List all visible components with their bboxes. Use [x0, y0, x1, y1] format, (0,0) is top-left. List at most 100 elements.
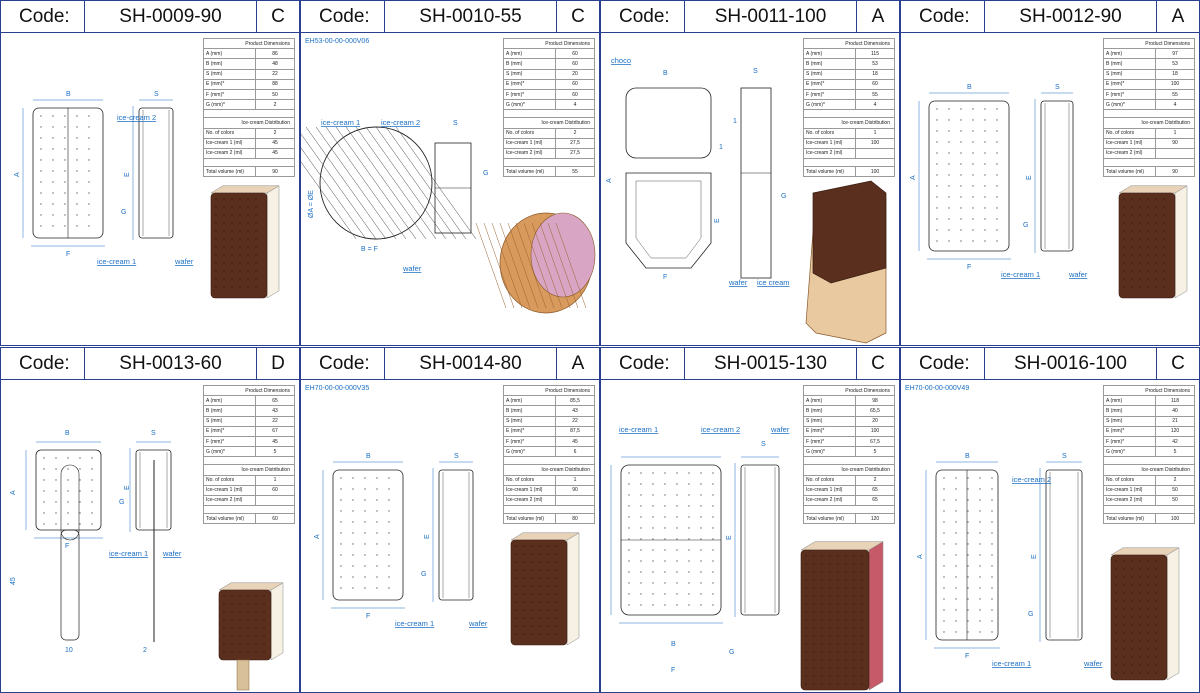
render-dot	[1155, 672, 1157, 674]
perforation-dot	[628, 516, 630, 518]
perforation-dot	[960, 163, 962, 165]
render-dot	[531, 585, 533, 587]
render-dot	[1139, 640, 1141, 642]
perforation-dot	[991, 587, 993, 589]
row-value: 60	[255, 513, 295, 525]
perforation-dot	[996, 119, 998, 121]
perforation-dot	[972, 185, 974, 187]
render-dot	[1147, 262, 1149, 264]
row-value: 6	[555, 446, 595, 458]
grid-line	[395, 126, 477, 240]
perforation-dot	[967, 631, 969, 633]
render-grid	[539, 222, 571, 309]
render-dot	[1155, 222, 1157, 224]
callout-label: ice-cream 1	[1001, 270, 1040, 279]
render-dot	[539, 617, 541, 619]
perforation-dot	[43, 457, 45, 459]
perforation-dot	[76, 115, 78, 117]
render-dot	[1131, 230, 1133, 232]
render-dot	[1123, 238, 1125, 240]
render-front	[510, 539, 568, 646]
perforation-dot	[972, 218, 974, 220]
table-row: Total volume (ml)80	[503, 513, 595, 525]
dim-label: 2	[143, 647, 147, 654]
render-dot	[837, 603, 839, 605]
render-dot	[247, 635, 249, 637]
perforation-dot	[340, 488, 342, 490]
perforation-dot	[364, 499, 366, 501]
dim-label: A	[917, 554, 924, 559]
perforation-dot	[40, 148, 42, 150]
render-dot	[247, 278, 249, 280]
render-dot	[1155, 238, 1157, 240]
render-dot	[821, 587, 823, 589]
row-value: 120	[855, 513, 895, 525]
perforation-dot	[79, 523, 81, 525]
perforation-dot	[376, 521, 378, 523]
callout-label: ice-cream 2	[701, 425, 740, 434]
render-dot	[1131, 246, 1133, 248]
render-dot	[239, 238, 241, 240]
perforation-dot	[652, 494, 654, 496]
render-dot	[1139, 246, 1141, 248]
perforation-dot	[948, 141, 950, 143]
render-dot	[239, 651, 241, 653]
render-dot	[853, 563, 855, 565]
perforation-dot	[955, 587, 957, 589]
render-dot	[805, 627, 807, 629]
render-front	[1110, 554, 1168, 681]
render-dot	[853, 643, 855, 645]
perforation-dot	[943, 510, 945, 512]
render-grid	[547, 222, 579, 309]
render-dot	[1123, 270, 1125, 272]
render-dot	[547, 545, 549, 547]
callout-label: wafer	[174, 257, 194, 266]
product-code: SH-0012-90	[985, 1, 1157, 32]
render-dot	[255, 254, 257, 256]
render-dot	[515, 585, 517, 587]
perforation-dot	[352, 587, 354, 589]
perforation-dot	[628, 527, 630, 529]
perforation-dot	[652, 527, 654, 529]
render-dot	[1147, 206, 1149, 208]
render-dot	[523, 609, 525, 611]
render-dot	[861, 659, 863, 661]
perforation-dot	[43, 523, 45, 525]
perforation-dot	[352, 576, 354, 578]
render-dot	[215, 238, 217, 240]
render-dot	[215, 262, 217, 264]
perforation-dot	[352, 488, 354, 490]
perforation-dot	[43, 490, 45, 492]
code-label: Code:	[301, 348, 385, 379]
render-dot	[231, 262, 233, 264]
render-side	[566, 532, 580, 646]
perforation-dot	[991, 477, 993, 479]
perforation-dot	[640, 549, 642, 551]
perforation-dot	[996, 174, 998, 176]
perforation-dot	[688, 527, 690, 529]
render-dot	[1123, 206, 1125, 208]
render-side	[266, 185, 280, 299]
render-dot	[255, 286, 257, 288]
perforation-dot	[943, 477, 945, 479]
render-dot	[1123, 648, 1125, 650]
render-dot	[539, 585, 541, 587]
render-dot	[1115, 624, 1117, 626]
render-dot	[845, 587, 847, 589]
dim-label: S	[753, 68, 758, 75]
render-dot	[853, 659, 855, 661]
perforation-dot	[688, 472, 690, 474]
render-dot	[1131, 262, 1133, 264]
perforation-dot	[955, 576, 957, 578]
perforation-dot	[40, 225, 42, 227]
perforation-dot	[388, 521, 390, 523]
render-dot	[829, 555, 831, 557]
render-dot	[539, 577, 541, 579]
perforation-dot	[628, 560, 630, 562]
perforation-dot	[340, 543, 342, 545]
table-row: Ice-cream 2 (ml)65	[803, 494, 895, 507]
